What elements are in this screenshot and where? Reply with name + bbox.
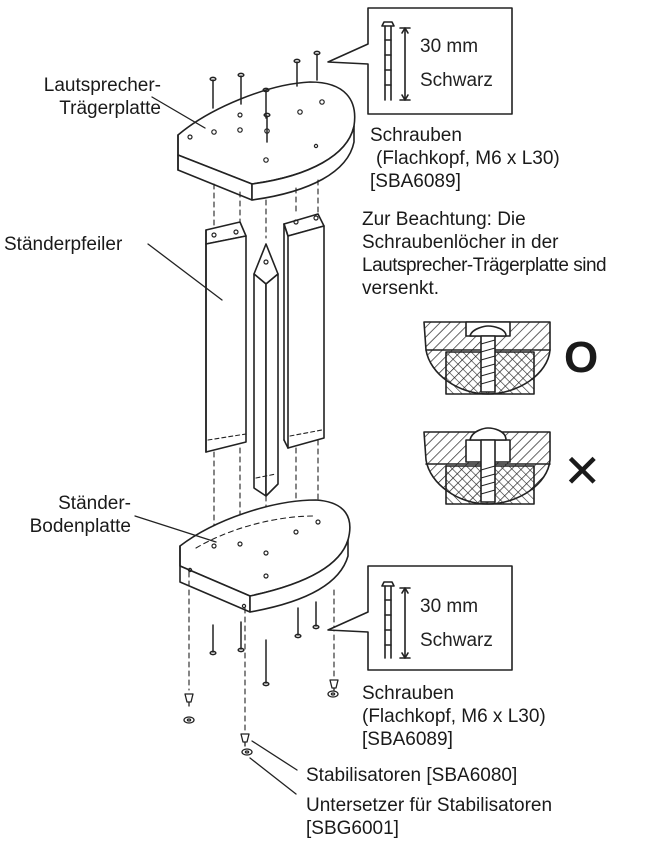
screw-callout-top [327,7,513,115]
screw-color-top: Schwarz [420,70,493,91]
mark-wrong: ✕ [563,445,602,497]
section-wrong [423,427,551,505]
label-screws-top: Schrauben (Flachkopf, M6 x L30) [SBA6089… [370,125,560,192]
spikes [183,679,339,756]
mark-correct: O [564,333,599,382]
bottom-screws [209,601,320,687]
label-screws-bottom: Schrauben (Flachkopf, M6 x L30) [SBA6089… [362,683,546,750]
screw-length-bottom: 30 mm [420,596,479,617]
pillar-right [283,213,325,449]
label-pillar: Ständerpfeiler [4,234,123,255]
screw-length-top: 30 mm [420,36,479,57]
label-spike-shoes: Untersetzer für Stabilisatoren[SBG6001] [306,795,553,839]
label-spikes: Stabilisatoren [SBA6080] [306,765,518,786]
pillar-center [253,243,279,497]
top-screws [209,50,321,143]
screw-color-bottom: Schwarz [420,630,493,651]
pillar-left [205,221,247,453]
screw-callout-bottom [327,565,513,671]
label-base-plate: Ständer-Bodenplatte [29,493,131,537]
label-top-plate: Lautsprecher-Trägerplatte [43,75,161,119]
base-plate [179,499,351,613]
section-correct [423,321,551,395]
